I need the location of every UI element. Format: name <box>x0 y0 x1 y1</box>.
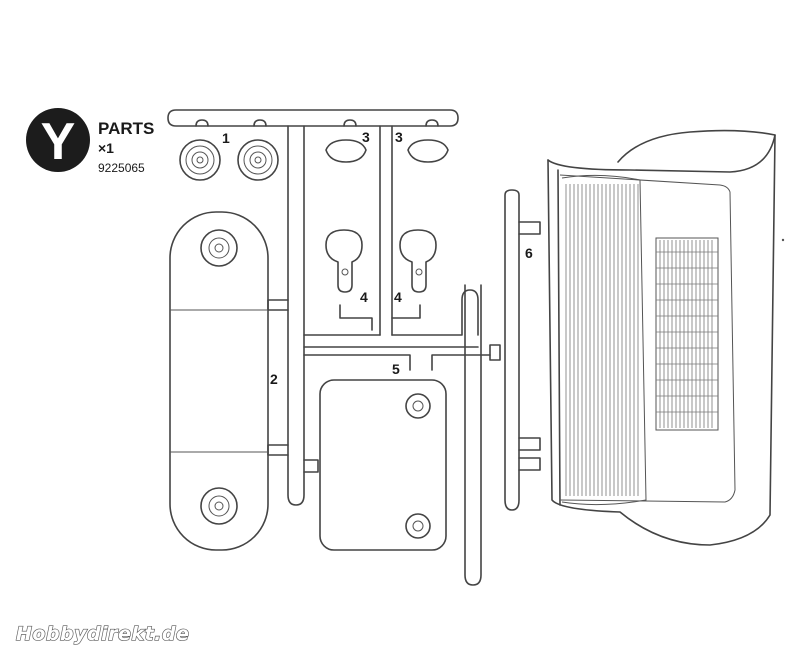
parts-letter: Y <box>41 113 76 171</box>
part-2-long-plate <box>169 211 269 551</box>
part-label-6: 6 <box>525 245 533 261</box>
part-label-3-left: 3 <box>362 129 370 145</box>
part-label-2: 2 <box>270 371 278 387</box>
part-5-square-plate <box>319 379 447 551</box>
part-4-mirrors <box>325 229 437 293</box>
grille-slats <box>565 184 639 496</box>
parts-title: PARTS <box>98 119 154 138</box>
part-label-3-right: 3 <box>395 129 403 145</box>
part-6-grille-cover <box>547 129 776 546</box>
parts-letter-badge <box>26 108 90 172</box>
parts-code: 9225065 <box>98 161 145 175</box>
part-1-washers <box>179 139 279 181</box>
parts-header: Y PARTS ×1 9225065 <box>26 108 154 175</box>
vent-slats <box>656 240 718 428</box>
part-label-1: 1 <box>222 130 230 146</box>
parts-quantity: ×1 <box>98 140 114 156</box>
paper-speck <box>781 238 785 242</box>
watermark: Hobbydirekt.de <box>16 623 189 645</box>
part-3-lenses <box>325 139 449 163</box>
part-label-5: 5 <box>392 361 400 377</box>
part-label-4-left: 4 <box>360 289 368 305</box>
sprue-frame <box>167 109 541 586</box>
part-label-4-right: 4 <box>394 289 402 305</box>
